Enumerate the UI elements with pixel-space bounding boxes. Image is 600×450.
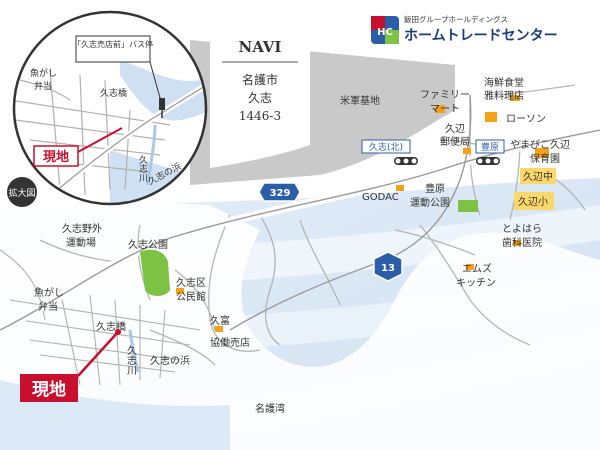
label-nursery-2: 保育園 <box>530 152 560 165</box>
zoom-badge: 拡大図 <box>7 177 37 207</box>
label-river: 久志川 <box>125 345 137 375</box>
inset-bridge-label: 久志橋 <box>100 87 127 99</box>
label-post-2: 郵便局 <box>440 135 470 148</box>
village-streets <box>0 249 201 386</box>
toyohara-park-area <box>458 200 478 212</box>
label-lawson: ローソン <box>506 114 546 125</box>
inset-bus-stop-label: 「久志売店前」バス停 <box>73 39 153 49</box>
kube-elem-area <box>514 192 554 210</box>
inset-river-label: 久志川 <box>137 154 148 182</box>
label-family-mart-2: マート <box>430 104 460 115</box>
navi-box: NAVI 名護市 久志 1446-3 <box>210 22 310 168</box>
kitchen-marker <box>466 264 474 270</box>
label-toyohara-park-1: 豊原 <box>425 182 445 195</box>
community-hall-icon <box>176 288 184 294</box>
route-13-road <box>229 94 472 331</box>
dental-marker <box>513 240 521 246</box>
inset-bus-stop-leader <box>149 61 163 106</box>
label-seafood-2: 雅料理店 <box>484 89 524 102</box>
label-store-2: 協働売店 <box>210 336 250 349</box>
label-lunch-2: 弁当 <box>38 300 58 313</box>
label-lunch-1: 魚がし <box>34 286 64 299</box>
brand-name: ホームトレードセンター <box>404 28 558 44</box>
zoom-badge-label: 拡大図 <box>8 187 35 199</box>
godac-marker <box>396 185 404 191</box>
label-kitchen-1: エムズ <box>462 262 492 275</box>
brand-group: 飯田グループホールディングス <box>404 14 508 24</box>
traffic-signal-icon <box>476 157 500 165</box>
route-13-label: 13 <box>381 263 395 274</box>
signal-toyohara: 豊原 <box>475 139 505 165</box>
navi-district: 久志 <box>248 91 272 105</box>
navi-city: 名護市 <box>242 72 278 87</box>
label-post-1: 久辺 <box>445 123 465 135</box>
signal-toyohara-label: 豊原 <box>481 141 499 153</box>
label-seafood-1: 海鮮食堂 <box>484 76 524 89</box>
label-kitchen-2: キッチン <box>456 277 496 289</box>
brand-logo-text: HC <box>377 27 393 38</box>
lawson-marker <box>485 112 497 122</box>
inset-site-label: 現地 <box>43 149 69 165</box>
site-marker: 現地 <box>20 329 121 402</box>
route-329-label: 329 <box>270 188 291 199</box>
store-marker <box>215 326 223 332</box>
route-329-shield: 329 <box>258 182 301 202</box>
label-family-mart-1: ファミリー <box>420 90 470 101</box>
signal-kushi-kita: 久志(北) <box>361 139 418 165</box>
label-bay: 名護湾 <box>255 402 285 415</box>
label-godac: GODAC <box>362 192 399 203</box>
label-bridge: 久志橋 <box>96 320 126 333</box>
family-mart-marker <box>435 105 445 113</box>
navi-title: NAVI <box>239 38 282 56</box>
label-nursery-1: やまびこ久辺 <box>510 139 570 151</box>
post-office-marker <box>463 148 471 154</box>
nursery-marker <box>535 148 549 158</box>
label-dental-2: 歯科医院 <box>502 236 542 249</box>
seafood-marker <box>510 95 520 101</box>
site-label: 現地 <box>32 379 66 400</box>
label-kushi-field-1: 久志野外 <box>62 222 102 235</box>
inset-site-marker: 現地 <box>33 127 123 167</box>
label-dental-1: とよはら <box>502 223 542 235</box>
signal-kushi-kita-label: 久志(北) <box>369 141 403 153</box>
kube-jhs-area <box>520 168 556 184</box>
inset-lunch-label-1: 魚がし <box>30 67 57 79</box>
main-road-edge <box>0 129 600 331</box>
label-kushi-park: 久志公園 <box>128 238 168 251</box>
label-us-base: 米軍基地 <box>340 94 380 107</box>
kushi-river <box>128 329 140 373</box>
navi-address: 1446-3 <box>239 109 281 123</box>
label-community-2: 公民館 <box>176 290 206 303</box>
bus-stop-icon <box>159 98 165 118</box>
traffic-signal-icon <box>394 157 418 165</box>
inset-map: 「久志売店前」バス停 久志橋 魚がし 弁当 久志川 久志の浜 現地 拡大図 <box>7 10 208 207</box>
facility-markers <box>215 95 556 332</box>
map-labels: 米軍基地 ファミリー マート 海鮮食堂 雅料理店 ローソン 久辺 郵便局 やまび… <box>34 76 570 415</box>
label-beach: 久志の浜 <box>150 354 190 367</box>
kushi-park-area <box>140 249 170 296</box>
brand-header: HC 飯田グループホールディングス ホームトレードセンター <box>371 14 558 44</box>
route-13-shield: 13 <box>373 251 403 282</box>
label-store-1: 久富 <box>210 314 230 327</box>
label-toyohara-park-2: 運動公園 <box>410 196 450 209</box>
label-kushi-field-2: 運動場 <box>66 236 96 249</box>
inset-lunch-label-2: 弁当 <box>34 80 52 92</box>
label-community-1: 久志区 <box>176 276 206 289</box>
label-kube-jhs: 久辺中 <box>523 170 553 183</box>
label-kube-elem: 久辺小 <box>518 196 548 208</box>
